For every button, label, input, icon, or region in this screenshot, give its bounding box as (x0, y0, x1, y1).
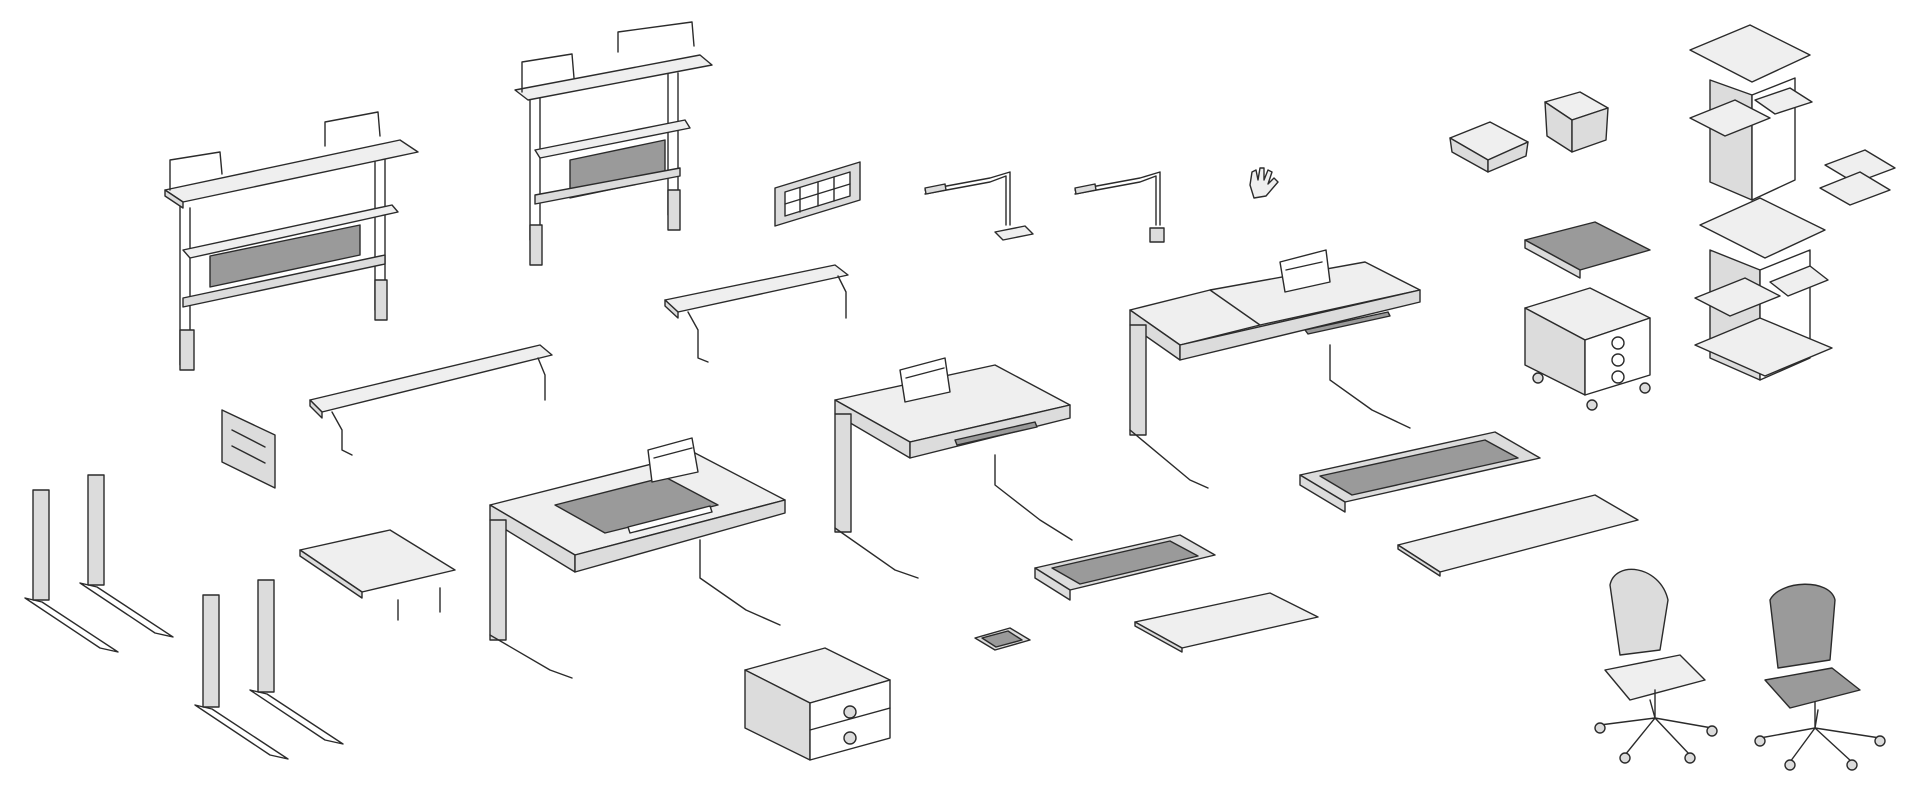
child-chair (1594, 568, 1718, 764)
drawer-insert (974, 627, 1031, 651)
mesh-chair (1754, 583, 1886, 771)
shelf-tower (1689, 24, 1896, 206)
storage-trays (1449, 91, 1609, 173)
hanging-drawer (744, 647, 891, 761)
rolling-container (1524, 221, 1651, 411)
shelf-tower (1694, 197, 1833, 381)
side-table (299, 529, 456, 621)
desk-pad (1397, 494, 1639, 577)
wall-organizer-panel (774, 161, 861, 227)
drawer-insert (1034, 534, 1216, 601)
wall-shelf-board (309, 344, 553, 456)
desk-large (489, 437, 786, 679)
shelf-unit-large (164, 111, 419, 371)
clamp-lamp (1074, 171, 1165, 243)
desk-legs (24, 474, 344, 760)
desk-lamp (924, 171, 1034, 241)
desk-tilting (1129, 249, 1421, 489)
shelf-unit-small (514, 21, 713, 266)
glove-accessory (1249, 167, 1279, 199)
drawer-insert (1299, 431, 1541, 513)
desk-medium (834, 357, 1073, 579)
wall-organizer-panel (221, 409, 276, 489)
wall-shelf-board (664, 264, 849, 363)
desk-pad (1134, 592, 1319, 653)
